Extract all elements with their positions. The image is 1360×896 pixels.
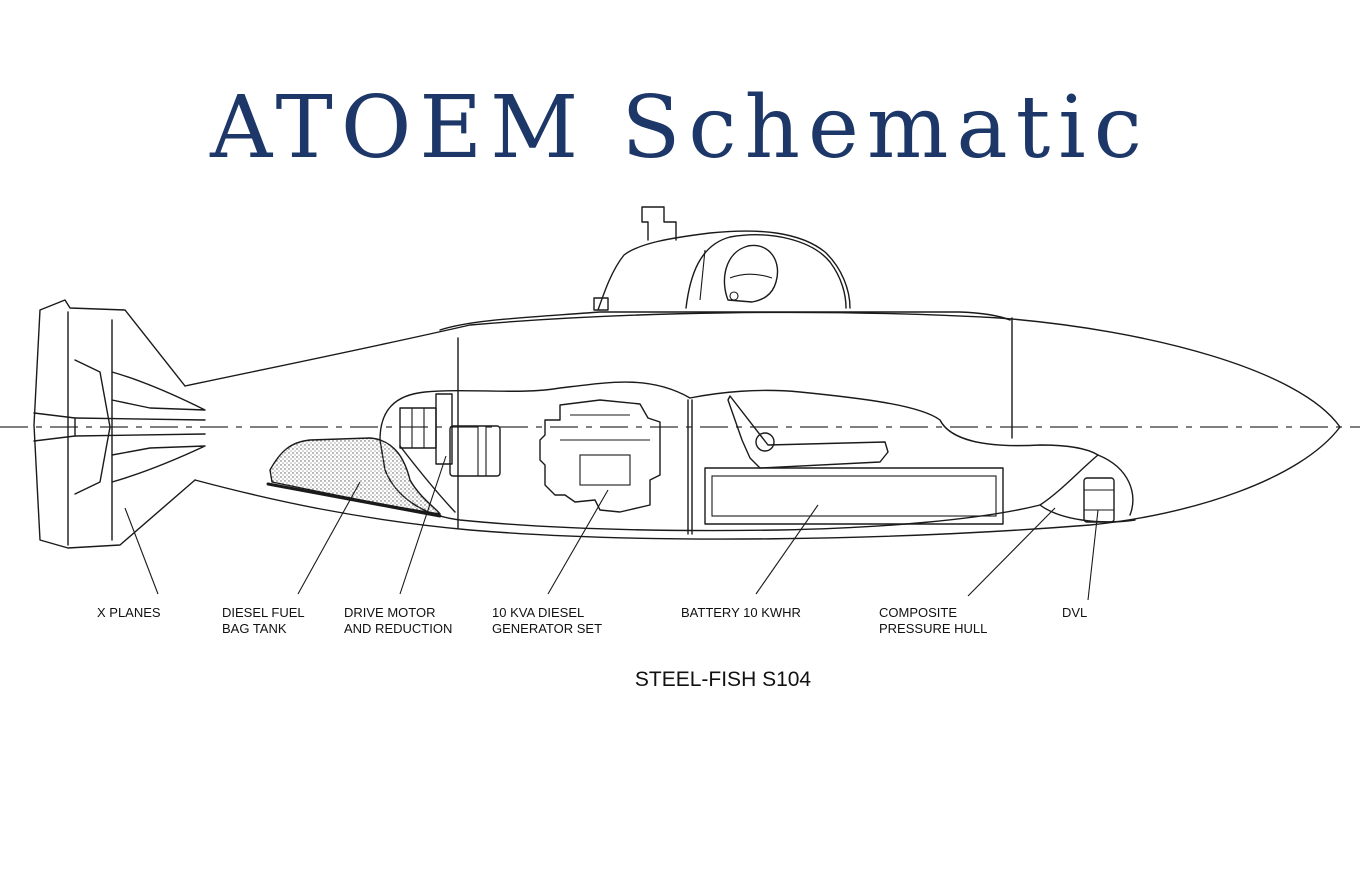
leader-generator: [547, 489, 609, 595]
equipment-shroud: [379, 381, 1099, 532]
label-x-planes: X PLANES: [97, 605, 161, 620]
label-dvl: DVL: [1062, 605, 1087, 620]
diesel-generator: [539, 399, 661, 513]
diagram-caption: STEEL-FISH S104: [635, 668, 812, 691]
leader-fuel-tank: [297, 481, 361, 595]
conning-tower: [597, 230, 851, 311]
dvl-sensor: [1083, 477, 1115, 523]
tail-cone: [33, 299, 196, 549]
upper-x-plane: [111, 371, 206, 411]
label-battery: BATTERY 10 KWHR: [681, 605, 801, 620]
label-generator: 10 KVA DIESEL GENERATOR SET: [492, 605, 602, 636]
label-drive-motor: DRIVE MOTOR AND REDUCTION: [344, 605, 452, 636]
lower-x-plane: [111, 445, 206, 483]
battery: [704, 467, 1004, 525]
fuel-bag-tank: [269, 437, 441, 515]
leader-drive-motor: [399, 455, 447, 595]
canopy: [685, 234, 847, 309]
pilot-head-icon: [723, 244, 779, 303]
page-title: ATOEM Schematic: [210, 78, 1150, 178]
pilot-seat: [727, 395, 889, 469]
outer-hull: [184, 311, 1341, 540]
snorkel-mast: [641, 206, 677, 241]
leader-battery: [755, 504, 819, 595]
drive-motor: [449, 425, 501, 477]
leader-x-planes: [124, 507, 159, 595]
leader-pressure-hull: [967, 507, 1056, 597]
label-pressure-hull: COMPOSITE PRESSURE HULL: [879, 605, 987, 636]
leader-dvl: [1087, 509, 1099, 601]
deck-fairing: [439, 311, 1011, 331]
label-fuel-tank: DIESEL FUEL BAG TANK: [222, 605, 308, 636]
